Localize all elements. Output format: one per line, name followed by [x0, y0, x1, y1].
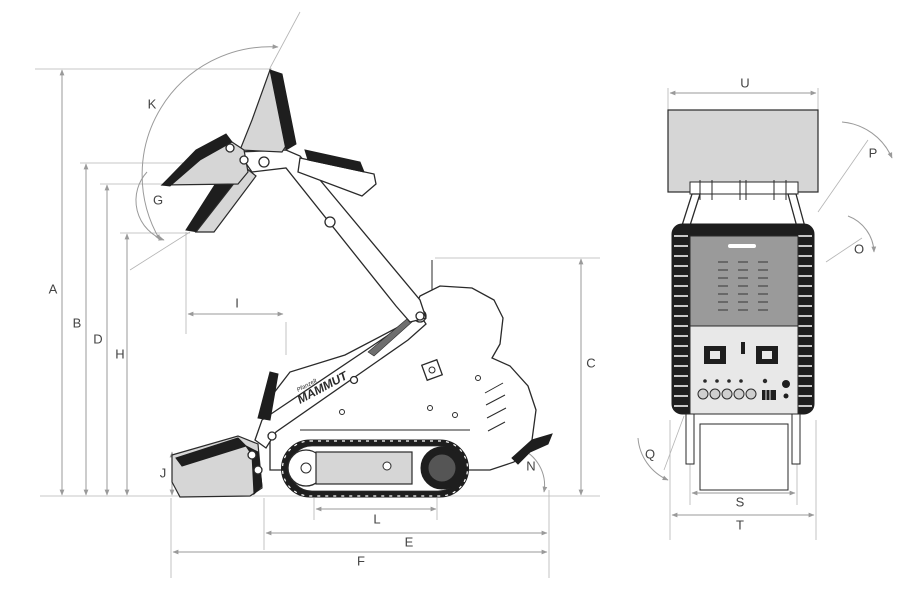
label-b: B	[73, 315, 82, 330]
label-q: Q	[645, 446, 655, 461]
label-j: J	[160, 465, 167, 480]
label-o: O	[854, 241, 864, 256]
loader-body	[269, 260, 553, 471]
bucket-lowered	[171, 435, 263, 498]
label-l: L	[373, 511, 380, 526]
label-e: E	[405, 534, 414, 549]
label-g: G	[153, 192, 163, 207]
side-view: A B D H C K G I J N L E F	[35, 11, 600, 578]
label-u: U	[740, 75, 749, 90]
label-c: C	[586, 355, 595, 370]
machine-front	[671, 223, 815, 415]
label-h: H	[115, 346, 124, 361]
label-f: F	[357, 553, 365, 568]
front-track-legs	[685, 413, 801, 491]
bucket-front	[667, 109, 819, 200]
bucket-raised-level	[160, 133, 249, 187]
label-k: K	[148, 96, 157, 111]
label-a: A	[49, 281, 58, 296]
lift-arm-raised	[236, 149, 427, 323]
crawler-track	[281, 439, 469, 498]
label-s: S	[736, 494, 745, 509]
label-p: P	[869, 145, 878, 160]
label-t: T	[736, 517, 744, 532]
front-view: U P O Q S T	[637, 75, 893, 540]
label-n: N	[526, 458, 535, 473]
label-i: I	[235, 295, 239, 310]
label-d: D	[93, 331, 102, 346]
